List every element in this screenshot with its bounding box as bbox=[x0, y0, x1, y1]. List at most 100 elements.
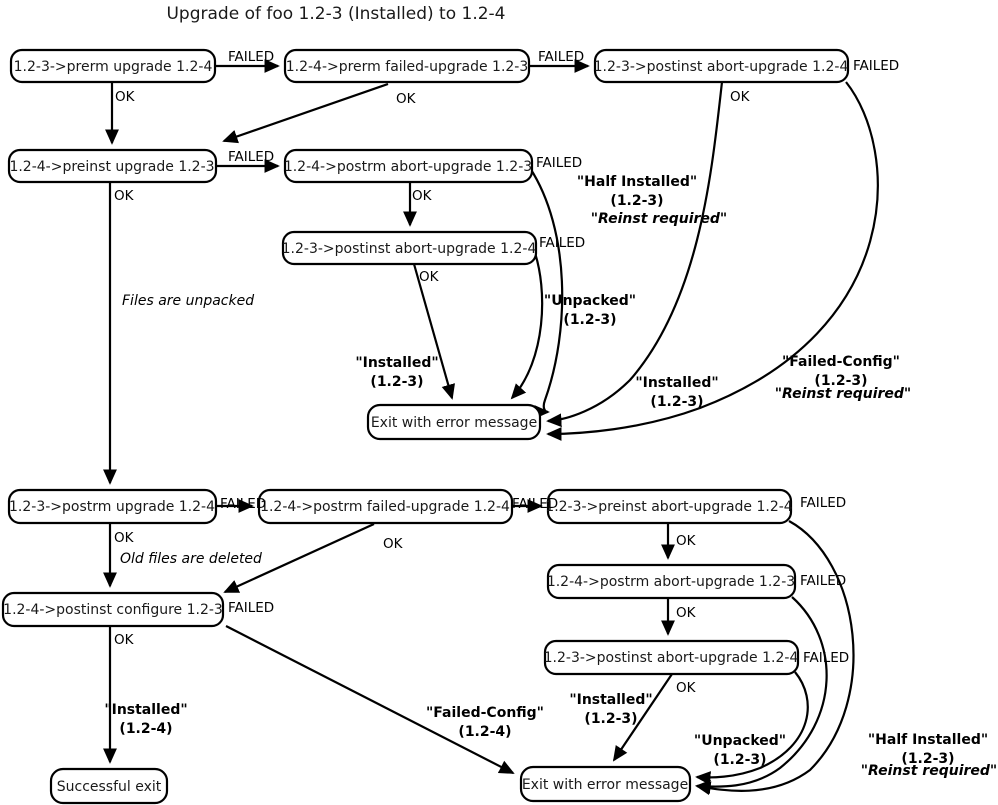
edge-n9-n13-ok bbox=[223, 522, 375, 594]
node-postinst-abort-upgrade-top[interactable]: 1.2-3->postinst abort-upgrade 1.2-4 bbox=[593, 48, 850, 84]
edge-n13-exit-failed bbox=[225, 625, 515, 774]
node-label: 1.2-3->postinst abort-upgrade 1.2-4 bbox=[594, 59, 849, 75]
node-label: 1.2-3->postinst abort-upgrade 1.2-4 bbox=[544, 650, 799, 666]
edge-label-failed: FAILED bbox=[539, 235, 585, 251]
node-layer: 1.2-3->prerm upgrade 1.2-4 1.2-4->prerm … bbox=[1, 48, 850, 805]
node-label: 1.2-4->postrm abort-upgrade 1.2-3 bbox=[547, 574, 795, 590]
edge-label-ok: OK bbox=[114, 188, 135, 204]
edge-n5-exit-failed bbox=[529, 167, 564, 419]
state-line-2: (1.2-3) bbox=[713, 752, 766, 768]
node-postrm-abort-upgrade-upper[interactable]: 1.2-4->postrm abort-upgrade 1.2-3 bbox=[283, 148, 534, 184]
state-line-2: (1.2-3) bbox=[584, 711, 637, 727]
node-label: 1.2-4->postrm failed-upgrade 1.2-4 bbox=[260, 499, 510, 515]
state-line-1: "Unpacked" bbox=[694, 733, 786, 749]
edge-n6-exit-ok bbox=[412, 263, 455, 400]
node-box[interactable] bbox=[257, 488, 514, 525]
state-line-1: "Installed" bbox=[355, 355, 438, 371]
node-box[interactable] bbox=[546, 563, 797, 600]
node-box[interactable] bbox=[9, 48, 217, 84]
node-exit-with-error-message-lower[interactable]: Exit with error message bbox=[519, 765, 692, 803]
node-successful-exit[interactable]: Successful exit bbox=[49, 767, 169, 805]
edge-n3-exit-failed bbox=[546, 81, 879, 441]
node-box[interactable] bbox=[49, 767, 169, 805]
note-old-files-are-deleted: Old files are deleted bbox=[120, 551, 262, 567]
state-line-italic: "Reinst required" bbox=[861, 763, 997, 779]
edge-label-failed: FAILED bbox=[803, 650, 849, 666]
node-prerm-failed-upgrade[interactable]: 1.2-4->prerm failed-upgrade 1.2-3 bbox=[283, 48, 531, 84]
node-box[interactable] bbox=[546, 488, 793, 525]
edge-label-ok: OK bbox=[676, 680, 697, 696]
state-line-italic: "Reinst required" bbox=[591, 211, 727, 227]
state-label-failed-config-123: "Failed-Config" (1.2-3) "Reinst required… bbox=[775, 354, 911, 402]
node-label: 1.2-4->preinst upgrade 1.2-3 bbox=[9, 159, 214, 175]
node-postrm-abort-upgrade-lower[interactable]: 1.2-4->postrm abort-upgrade 1.2-3 bbox=[546, 563, 797, 600]
edge-n6-exit-failed bbox=[510, 249, 544, 400]
node-box[interactable] bbox=[593, 48, 850, 84]
node-box[interactable] bbox=[7, 148, 218, 184]
note-files-are-unpacked: Files are unpacked bbox=[122, 293, 254, 309]
node-box[interactable] bbox=[519, 765, 692, 803]
node-postinst-configure[interactable]: 1.2-4->postinst configure 1.2-3 bbox=[1, 591, 225, 628]
state-label-installed-124: "Installed" (1.2-4) bbox=[104, 702, 187, 737]
state-line-2: (1.2-3) bbox=[814, 373, 867, 389]
node-prerm-upgrade[interactable]: 1.2-3->prerm upgrade 1.2-4 bbox=[9, 48, 217, 84]
edge-n12-exit-failed bbox=[695, 671, 809, 785]
edge-label-failed: FAILED bbox=[228, 149, 274, 165]
node-box[interactable] bbox=[1, 591, 225, 628]
edge-label-ok: OK bbox=[115, 89, 136, 105]
node-label: 1.2-4->postinst configure 1.2-3 bbox=[3, 602, 223, 618]
node-label: Exit with error message bbox=[371, 415, 537, 431]
node-box[interactable] bbox=[283, 148, 534, 184]
edge-label-ok: OK bbox=[676, 605, 697, 621]
node-postrm-upgrade[interactable]: 1.2-3->postrm upgrade 1.2-4 bbox=[7, 488, 218, 525]
node-preinst-abort-upgrade[interactable]: 1.2-3->preinst abort-upgrade 1.2-4 bbox=[545, 488, 793, 525]
edge-label-ok: OK bbox=[730, 89, 751, 105]
state-label-layer: "Half Installed" (1.2-3) "Reinst require… bbox=[104, 174, 997, 779]
edge-label-failed: FAILED bbox=[800, 573, 846, 589]
node-preinst-upgrade[interactable]: 1.2-4->preinst upgrade 1.2-3 bbox=[7, 148, 218, 184]
edge-label-ok: OK bbox=[396, 91, 417, 107]
state-line-1: "Installed" bbox=[569, 692, 652, 708]
edge-label-ok: OK bbox=[114, 632, 135, 648]
edge-label-failed: FAILED bbox=[536, 155, 582, 171]
node-box[interactable] bbox=[7, 488, 218, 525]
state-line-1: "Failed-Config" bbox=[782, 354, 900, 370]
edge-n10-exit-failed bbox=[695, 520, 855, 796]
edge-n3-exit-ok bbox=[546, 81, 724, 428]
state-label-half-installed-123-upper: "Half Installed" (1.2-3) "Reinst require… bbox=[577, 174, 727, 227]
edge-n12-exit-ok bbox=[612, 673, 673, 762]
edge-label-failed: FAILED bbox=[220, 496, 266, 512]
edge-label-failed: FAILED bbox=[228, 49, 274, 65]
node-box[interactable] bbox=[283, 48, 531, 84]
node-label: 1.2-4->prerm failed-upgrade 1.2-3 bbox=[286, 59, 529, 75]
edge-label-ok: OK bbox=[419, 269, 440, 285]
state-line-italic: "Reinst required" bbox=[775, 386, 911, 402]
edge-label-ok: OK bbox=[412, 188, 433, 204]
state-line-2: (1.2-3) bbox=[901, 751, 954, 767]
state-line-1: "Installed" bbox=[635, 375, 718, 391]
edge-n2-n4-ok bbox=[222, 82, 389, 144]
edge-label-failed: FAILED bbox=[228, 600, 274, 616]
node-box[interactable] bbox=[366, 403, 542, 441]
node-postinst-abort-upgrade-upper[interactable]: 1.2-3->postinst abort-upgrade 1.2-4 bbox=[281, 230, 538, 266]
state-line-1: "Half Installed" bbox=[577, 174, 697, 190]
node-label: 1.2-3->prerm upgrade 1.2-4 bbox=[14, 59, 213, 75]
node-label: 1.2-3->postrm upgrade 1.2-4 bbox=[9, 499, 215, 515]
diagram-title: Upgrade of foo 1.2-3 (Installed) to 1.2-… bbox=[166, 4, 505, 24]
node-postrm-failed-upgrade[interactable]: 1.2-4->postrm failed-upgrade 1.2-4 bbox=[257, 488, 514, 525]
edge-label-layer: FAILED FAILED FAILED OK OK OK FAILED FAI… bbox=[114, 49, 899, 696]
node-box[interactable] bbox=[281, 230, 538, 266]
edge-label-failed: FAILED bbox=[512, 496, 558, 512]
node-box[interactable] bbox=[543, 639, 800, 676]
edge-n11-exit-failed bbox=[695, 596, 828, 794]
state-line-2: (1.2-4) bbox=[458, 724, 511, 740]
state-line-2: (1.2-3) bbox=[370, 374, 423, 390]
edge-layer bbox=[103, 59, 879, 796]
state-label-failed-config-124: "Failed-Config" (1.2-4) bbox=[426, 705, 544, 740]
node-postinst-abort-upgrade-lower[interactable]: 1.2-3->postinst abort-upgrade 1.2-4 bbox=[543, 639, 800, 676]
note-layer: Files are unpacked Old files are deleted bbox=[120, 293, 262, 567]
node-exit-with-error-message-upper[interactable]: Exit with error message bbox=[366, 403, 542, 441]
edge-label-ok: OK bbox=[676, 533, 697, 549]
edge-label-ok: OK bbox=[114, 530, 135, 546]
